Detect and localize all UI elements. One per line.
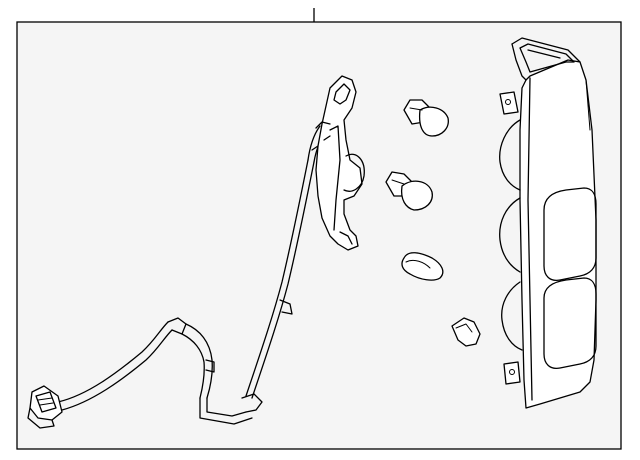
bulb[interactable] [403, 99, 449, 137]
bulb[interactable] [451, 317, 481, 347]
wiring-harness[interactable] [27, 125, 327, 429]
tail-lamp-assembly[interactable] [499, 37, 597, 409]
bulb-socket[interactable] [311, 75, 365, 251]
bulb[interactable] [401, 252, 444, 281]
bulb[interactable] [385, 171, 433, 211]
